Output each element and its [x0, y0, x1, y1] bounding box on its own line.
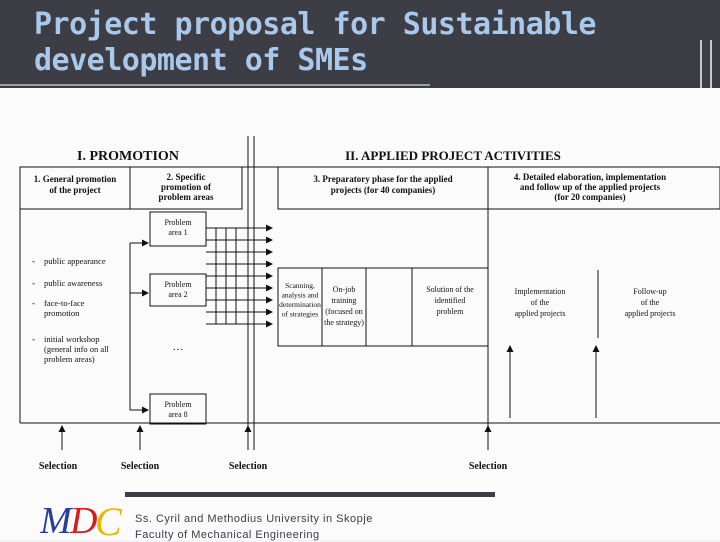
selection-label-3: Selection [229, 461, 268, 472]
problem-area-2-line-2: area 2 [168, 290, 187, 299]
problem-area-3-line-2: area 8 [168, 410, 187, 419]
activity-4-line-2: of the [531, 298, 550, 307]
selection-label-2: Selection [121, 461, 160, 472]
box-specific-promotion-text-line-2: promotion of [161, 182, 212, 192]
bullet-mark-3: - [32, 298, 35, 308]
activity-1-line-4: of strategies [282, 310, 319, 319]
activity-1-line-2: analysis and [282, 291, 319, 300]
ellipsis: … [173, 341, 184, 353]
activity-5-line-3: applied projects [625, 309, 676, 318]
problem-area-2-line-1: Problem [164, 280, 192, 289]
box-general-promotion-text-line-2: of the project [49, 185, 100, 195]
activity-3-line-1: Solution of the [426, 285, 474, 294]
activity-2-line-1: On-job [333, 285, 356, 294]
project-diagram: I. PROMOTION II. APPLIED PROJECT ACTIVITI… [19, 136, 720, 472]
box-specific-promotion-text-line-3: problem areas [159, 192, 214, 202]
selection-label-1: Selection [39, 461, 78, 472]
right-decor-2 [710, 40, 712, 105]
bullet-4-line-2: (general info on all [44, 344, 110, 354]
activity-4-line-1: Implementation [515, 287, 566, 296]
bullet-4-line-3: problem areas) [44, 354, 95, 364]
activity-3-line-2: identified [435, 296, 466, 305]
bullet-1-line-1: public appearance [44, 256, 106, 266]
box-detailed-elaboration-text-line-2: and follow up of the applied projects [520, 182, 661, 192]
bullet-3-line-2: promotion [44, 308, 80, 318]
svg-text:D: D [69, 500, 97, 539]
activity-2-line-3: (focused on [325, 307, 363, 316]
problem-area-box-3 [149, 393, 207, 425]
bullet-2-line-1: public awareness [44, 278, 102, 288]
selection-label-4: Selection [469, 461, 508, 472]
title-underline [0, 84, 430, 86]
svg-text:M: M [40, 500, 74, 539]
activity-3-line-3: problem [437, 307, 464, 316]
bullet-4-line-1: initial workshop [44, 334, 99, 344]
section-title-promotion: I. PROMOTION [77, 149, 179, 164]
box-detailed-elaboration-text-line-1: 4. Detailed elaboration, implementation [514, 172, 666, 182]
box-general-promotion-text-line-1: 1. General promotion [34, 174, 117, 184]
box-detailed-elaboration-text-line-3: (for 20 companies) [554, 192, 625, 202]
problem-area-3-line-1: Problem [164, 400, 192, 409]
faculty-name: Faculty of Mechanical Engineering [135, 529, 320, 541]
bullet-mark-1: - [32, 256, 35, 266]
right-decor-1 [700, 40, 702, 105]
activity-4-line-3: applied projects [515, 309, 566, 318]
activity-5-line-2: of the [641, 298, 660, 307]
slide-title-line-1: Project proposal for Sustainable [34, 7, 596, 42]
box-preparatory-phase-text-line-2: projects (for 40 companies) [331, 185, 435, 195]
box-specific-promotion-text-line-1: 2. Specific [167, 172, 206, 182]
box-detailed-elaboration [487, 166, 720, 210]
activity-2-line-2: training [332, 296, 357, 305]
bullet-mark-2: - [32, 278, 35, 288]
slide-title-line-2: development of SMEs [34, 43, 368, 78]
mdc-logo: M D C [40, 499, 123, 539]
activity-5-line-1: Follow-up [633, 287, 666, 296]
problem-area-1-line-1: Problem [164, 218, 192, 227]
activity-1-line-1: Scanning, [285, 281, 315, 290]
problem-area-box-2 [149, 273, 207, 307]
slide-content: I. PROMOTION II. APPLIED PROJECT ACTIVITI… [0, 88, 720, 540]
problem-area-1-line-2: area 1 [168, 228, 187, 237]
svg-text:C: C [95, 499, 123, 539]
title-bar: Project proposal for Sustainable develop… [0, 0, 720, 88]
university-name: Ss. Cyril and Methodius University in Sk… [135, 513, 373, 525]
bullet-mark-4: - [32, 334, 35, 344]
box-specific-promotion [129, 166, 243, 210]
box-preparatory-phase-text-line-1: 3. Preparatory phase for the applied [313, 174, 452, 184]
activity-2-line-4: the strategy) [324, 318, 364, 327]
bullet-3-line-1: face-to-face [44, 298, 85, 308]
section-title-applied: II. APPLIED PROJECT ACTIVITIES [345, 148, 561, 163]
activity-1-line-3: determination [279, 300, 321, 309]
problem-area-box-1 [149, 211, 207, 247]
footer-bar [125, 492, 495, 497]
